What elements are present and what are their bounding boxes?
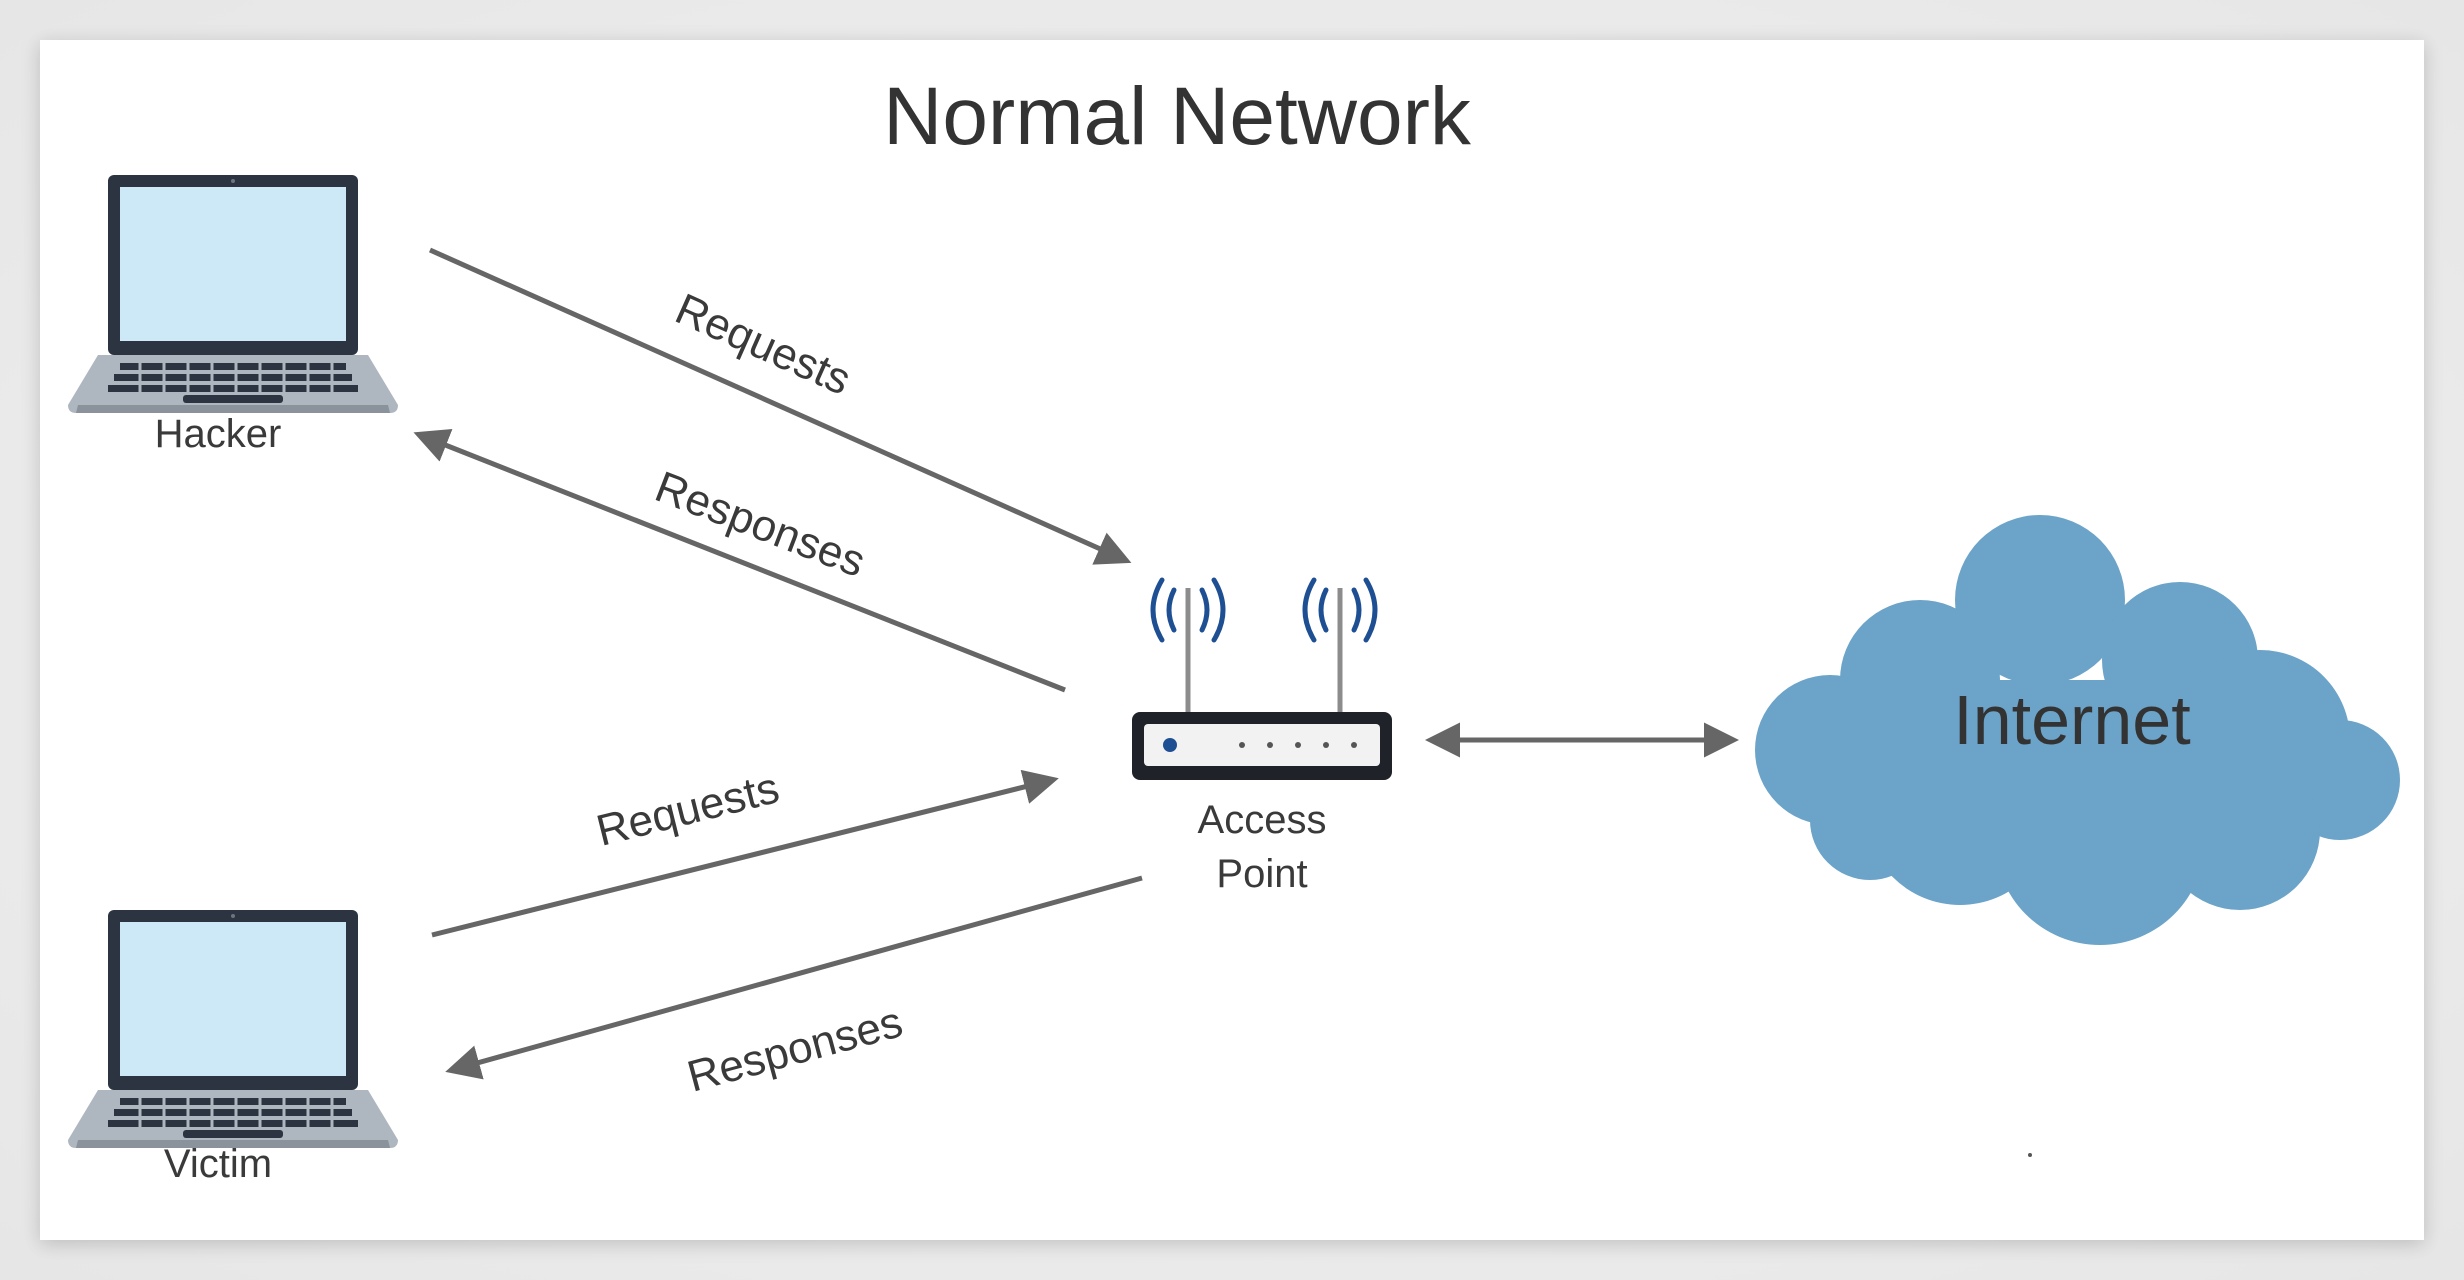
hacker-label: Hacker xyxy=(154,412,282,456)
arrow-victim-to-ap xyxy=(431,769,1059,938)
diagram-canvas xyxy=(68,175,2400,1157)
internet-label: Internet xyxy=(1953,681,2191,759)
access-point-router-icon xyxy=(1132,577,1392,780)
stray-dot xyxy=(2028,1153,2032,1157)
victim-laptop-icon xyxy=(68,910,398,1148)
arrow-ap-to-victim xyxy=(445,875,1143,1080)
access-point-label-line1: Access xyxy=(1197,798,1327,842)
access-point-label-line2: Point xyxy=(1216,852,1308,896)
arrow-ap-to-hacker xyxy=(413,429,1066,693)
internet-cloud-icon xyxy=(1755,515,2400,945)
diagram-card: Normal Network Hacker Victim Access Poin… xyxy=(40,40,2424,1240)
hacker-laptop-icon xyxy=(68,175,398,413)
diagram-title: Normal Network xyxy=(883,71,1471,162)
arrow-hacker-to-ap xyxy=(428,247,1132,565)
victim-label: Victim xyxy=(163,1142,273,1186)
